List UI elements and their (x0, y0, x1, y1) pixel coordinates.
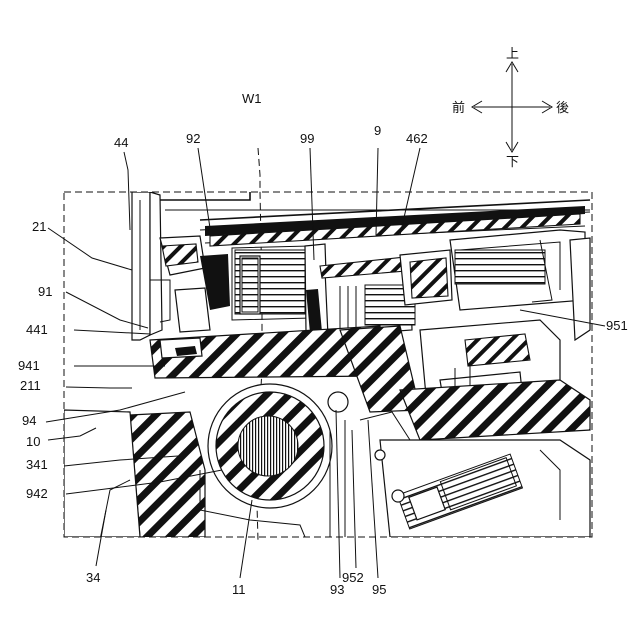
label-9: 9 (374, 123, 381, 138)
label-341: 341 (26, 457, 48, 472)
label-462: 462 (406, 131, 428, 146)
label-99: 99 (300, 131, 314, 146)
direction-indicator: 上 下 前 後 (452, 47, 569, 170)
label-10: 10 (26, 434, 40, 449)
label-21: 21 (32, 219, 46, 234)
direction-rear-label: 後 (556, 101, 569, 116)
direction-up-label: 上 (506, 47, 519, 62)
label-211: 211 (20, 378, 41, 393)
direction-front-label: 前 (452, 100, 465, 116)
label-91: 91 (38, 284, 52, 299)
label-952: 952 (342, 570, 364, 585)
label-942: 942 (26, 486, 48, 501)
label-34: 34 (86, 570, 100, 585)
label-w1: W1 (242, 91, 262, 106)
label-92: 92 (186, 131, 200, 146)
label-951: 951 (606, 318, 628, 333)
label-95: 95 (372, 582, 386, 597)
label-11: 11 (232, 582, 246, 597)
label-94: 94 (22, 413, 36, 428)
label-941: 941 (18, 358, 40, 373)
label-441: 441 (26, 322, 48, 337)
label-44: 44 (114, 135, 128, 150)
direction-down-label: 下 (506, 155, 519, 170)
